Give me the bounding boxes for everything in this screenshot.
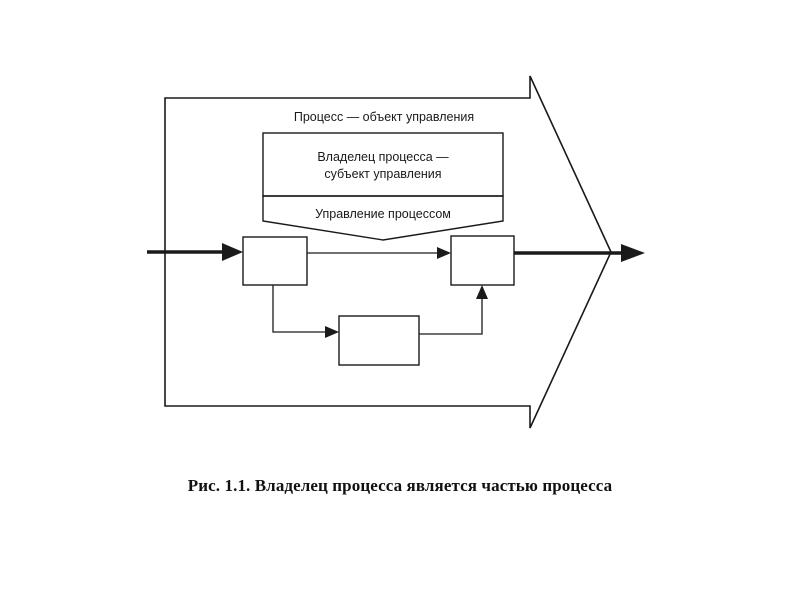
owner-box: [262, 132, 504, 197]
figure-caption: Рис. 1.1. Владелец процесса является час…: [187, 476, 613, 495]
owner-label-line2: субъект управления: [324, 167, 441, 181]
step-box-3: [338, 315, 420, 366]
process-outer-label: Процесс — объект управления: [294, 110, 474, 124]
owner-label-line1: Владелец процесса —: [317, 150, 449, 164]
output-arrowhead: [621, 244, 645, 262]
flow-arrow-1-3-line: [272, 285, 327, 333]
flow-arrow-1-3-head: [325, 326, 339, 338]
flow-arrow-3-2-head: [476, 285, 488, 299]
process-outer-arrow: [164, 75, 612, 429]
control-label: Управление процессом: [315, 207, 451, 221]
control-arrow: [262, 195, 504, 241]
step-box-1: [242, 236, 308, 286]
flow-arrow-1-2-head: [437, 247, 451, 259]
input-arrowhead: [222, 243, 243, 261]
flow-arrow-3-2-line: [419, 297, 483, 335]
step-box-2: [450, 235, 515, 286]
